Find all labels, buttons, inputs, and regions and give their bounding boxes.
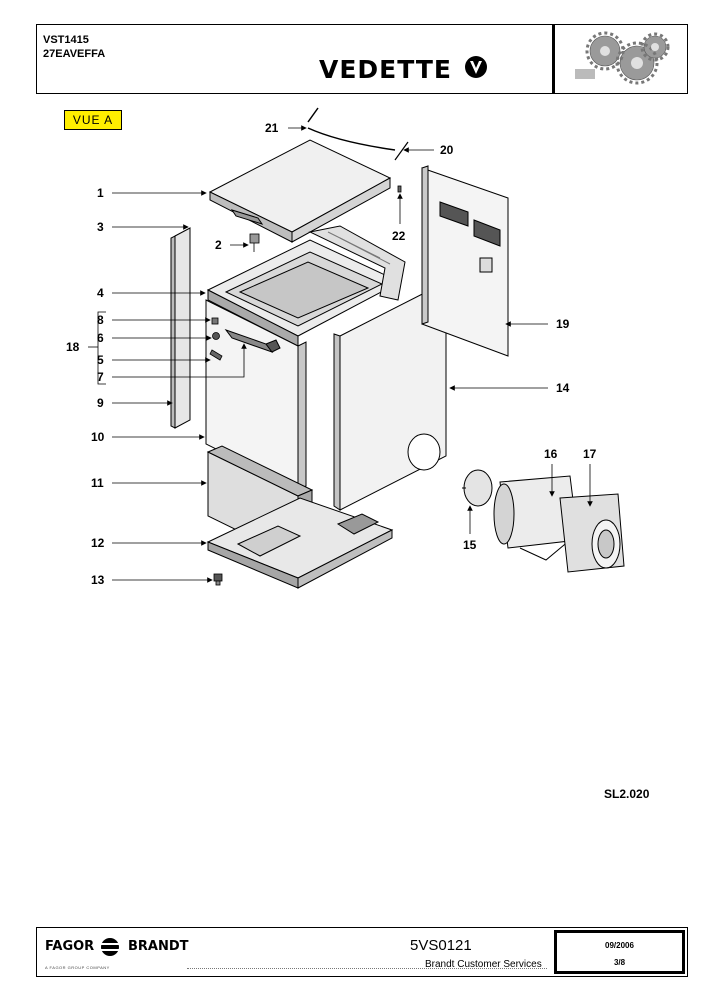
brand-tagline: A FAGOR GROUP COMPANY (45, 965, 110, 970)
callout-2: 2 (215, 238, 222, 252)
callout-16: 16 (544, 447, 558, 461)
callout-11: 11 (91, 476, 104, 490)
callout-15: 15 (463, 538, 477, 552)
part-9-side-panel (170, 227, 191, 429)
part-22-screw (397, 185, 402, 193)
leader-lines (88, 125, 593, 583)
vedette-logo-icon (465, 56, 487, 78)
gears-picture (552, 25, 691, 93)
header-frame: VST1415 27EAVEFFA VEDETTE (36, 24, 688, 94)
callout-4: 4 (97, 286, 104, 300)
callout-20: 20 (440, 143, 454, 157)
part-17-duct (559, 493, 625, 573)
footer-frame: FAGOR BRANDT A FAGOR GROUP COMPANY 5VS01… (36, 927, 688, 977)
part-21-strip (307, 107, 396, 151)
callout-9: 9 (97, 396, 104, 410)
part-20-wire (394, 141, 409, 161)
brandt-brand: BRANDT (128, 939, 189, 954)
brand-name: VEDETTE (319, 55, 453, 84)
footer-divider (187, 968, 547, 969)
model-info: VST1415 27EAVEFFA (43, 33, 105, 61)
part-19-rear-panel (421, 165, 509, 357)
part-5-lever (209, 349, 223, 361)
callout-14: 14 (556, 381, 570, 395)
gears-icon (575, 31, 670, 85)
callout-18: 18 (66, 340, 80, 354)
view-label: VUE A (64, 110, 122, 130)
fagor-brandt-logo-icon (99, 938, 121, 956)
callout-7: 7 (97, 370, 104, 384)
model-number: VST1415 (43, 34, 89, 46)
callout-12: 12 (91, 536, 105, 550)
callout-10: 10 (91, 430, 105, 444)
callout-5: 5 (97, 353, 104, 367)
part-1-lid (208, 139, 392, 243)
document-code: 5VS0121 (410, 937, 472, 954)
part-14-side-panel (333, 281, 447, 511)
page-number: 3/8 (613, 958, 626, 967)
service-name: Brandt Customer Services (425, 959, 542, 970)
part-15-hatch (462, 469, 493, 507)
callout-13: 13 (91, 573, 105, 587)
callout-21: 21 (265, 121, 279, 135)
model-code: 27EAVEFFA (43, 48, 106, 60)
callout-6: 6 (97, 331, 104, 345)
part-13-foot (213, 573, 223, 586)
callout-labels: 1 3 2 4 8 6 18 5 7 9 10 11 12 13 21 20 2… (66, 121, 597, 587)
callout-1: 1 (97, 186, 104, 200)
part-16-duct (493, 475, 579, 561)
part-2-hinge (249, 233, 260, 252)
callout-8: 8 (97, 313, 104, 327)
part-12-base (206, 497, 394, 589)
date-box: 09/2006 3/8 (554, 930, 685, 974)
callout-22: 22 (392, 229, 406, 243)
part-7-handle (224, 328, 281, 354)
document-date: 09/2006 (605, 941, 634, 950)
callout-19: 19 (556, 317, 570, 331)
callout-3: 3 (97, 220, 104, 234)
callout-17: 17 (583, 447, 597, 461)
part-8-switch (211, 317, 219, 325)
part-6-knob (212, 332, 220, 340)
part-4-top-deck (206, 225, 406, 347)
fagor-brand: FAGOR (45, 939, 95, 954)
reference-code: SL2.020 (604, 787, 650, 801)
